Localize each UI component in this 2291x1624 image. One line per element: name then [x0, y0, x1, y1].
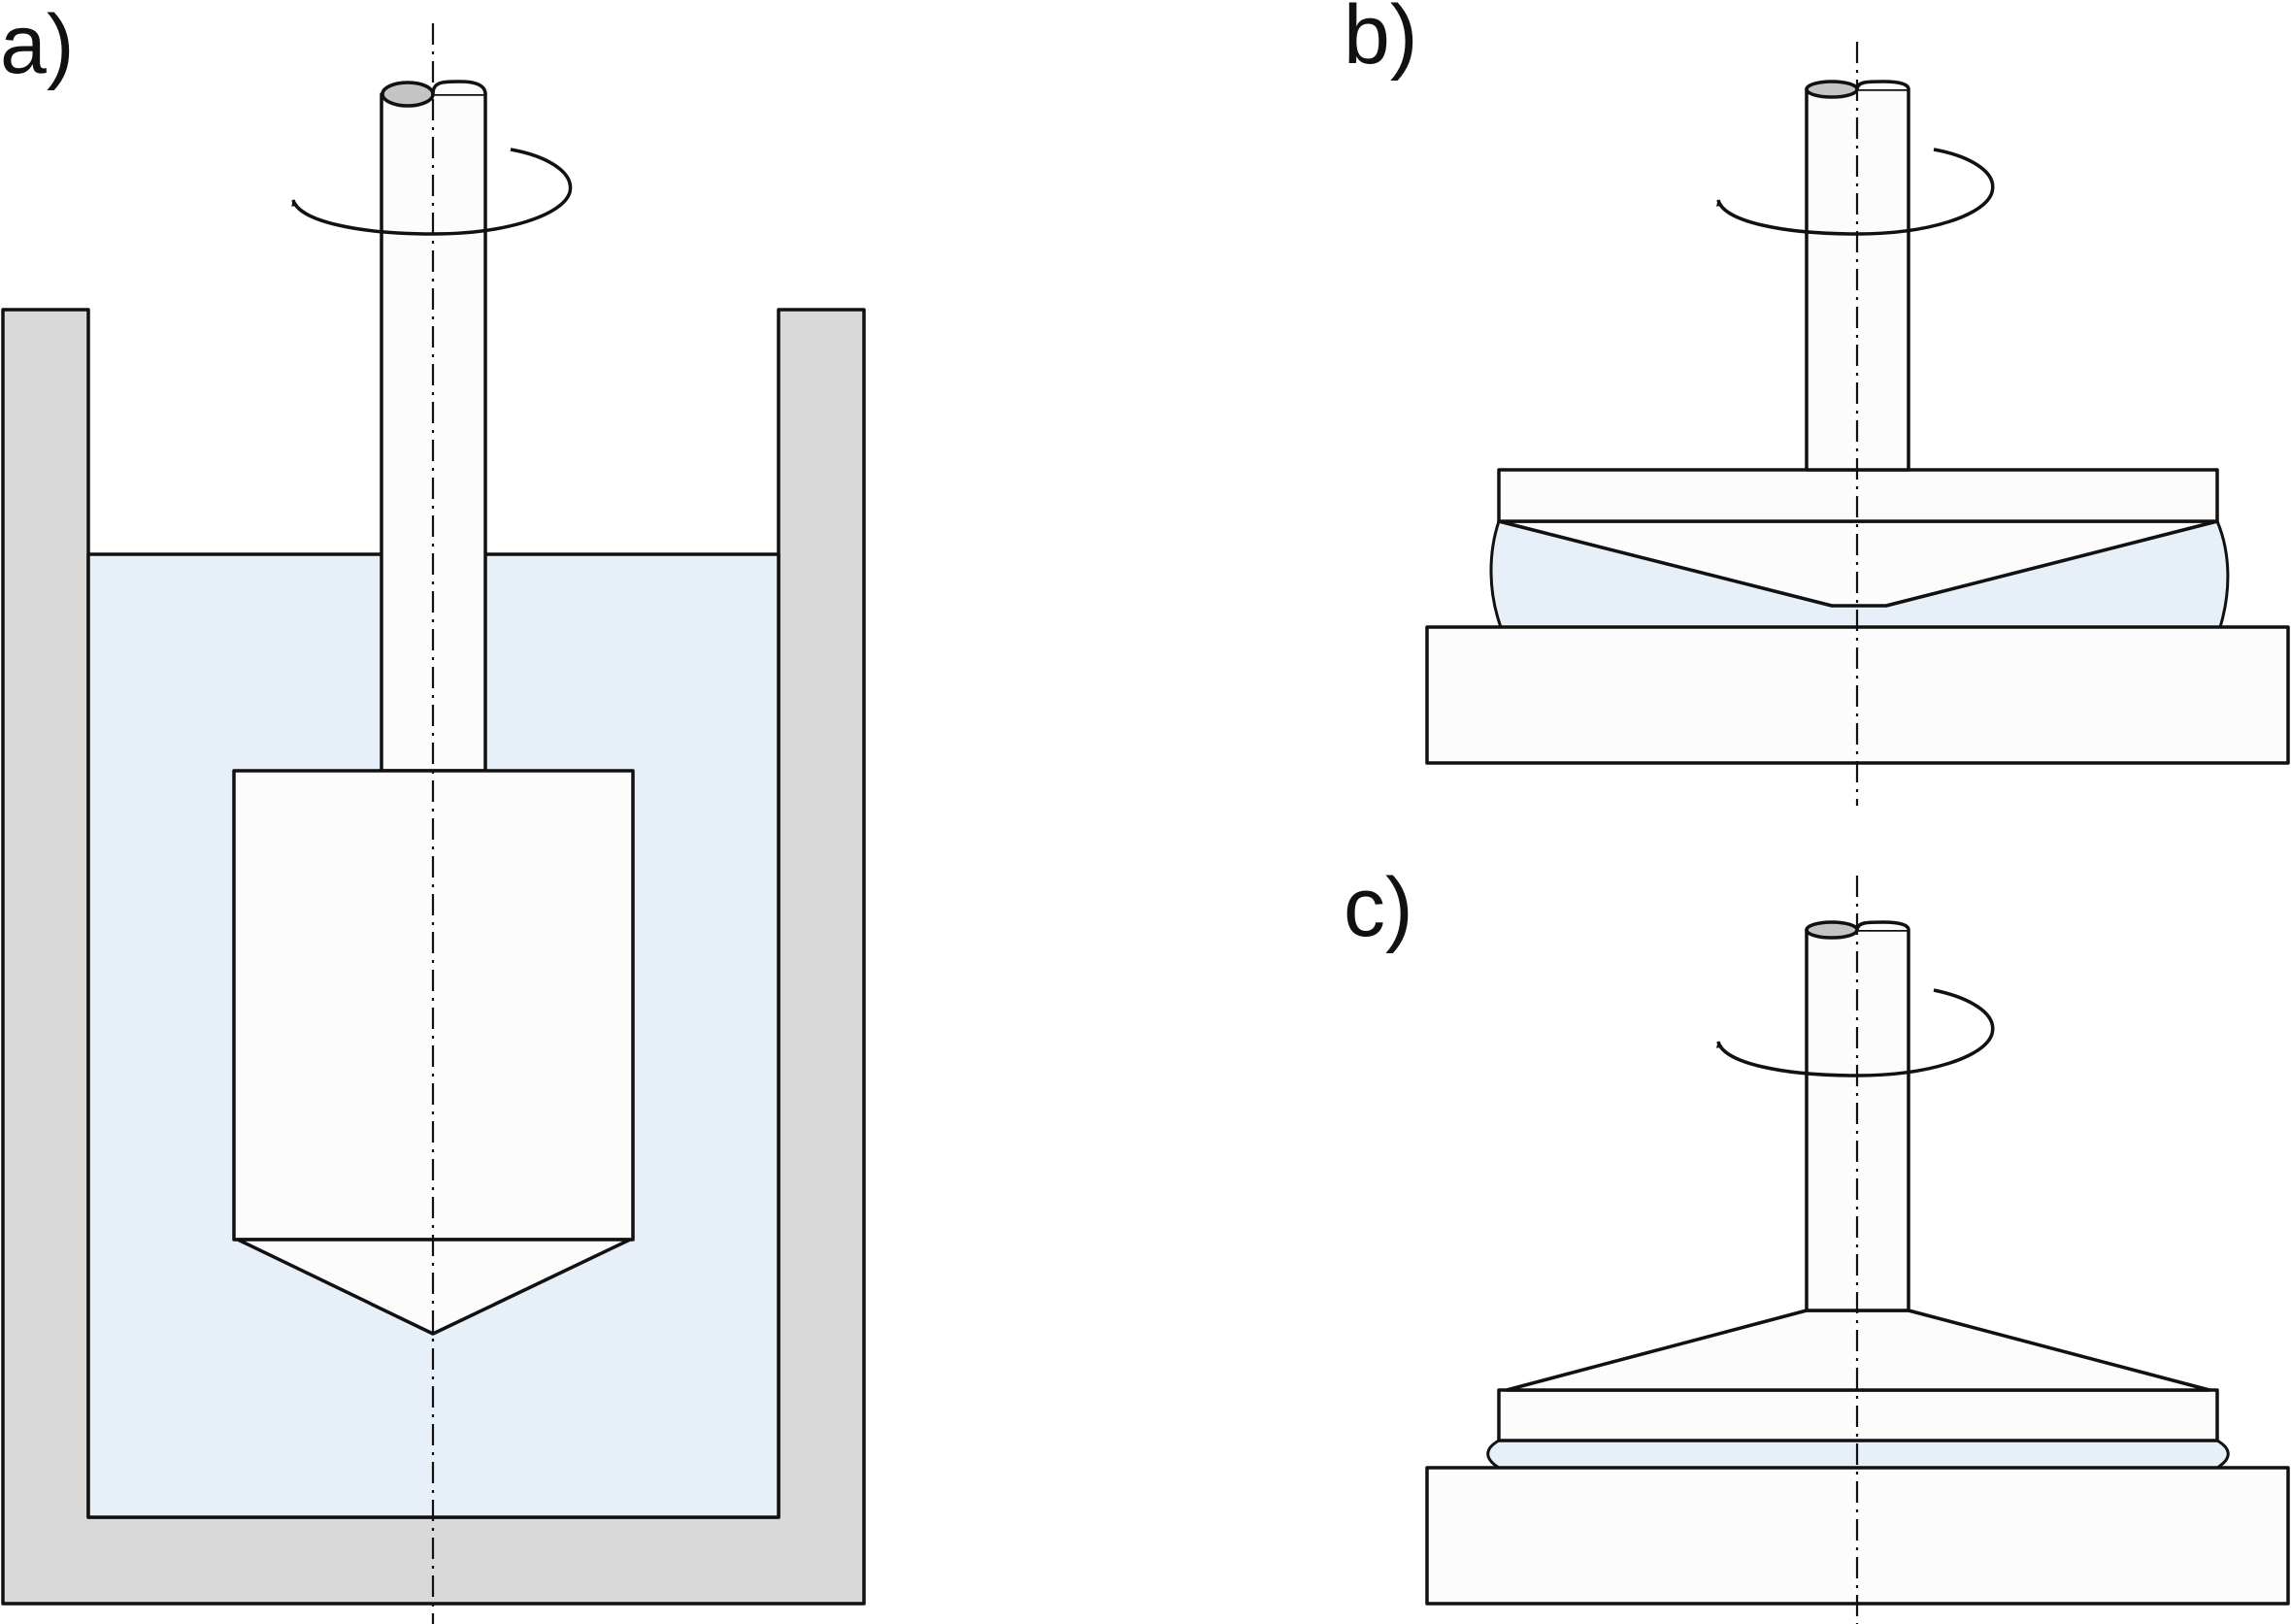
rotation-arrow — [291, 148, 573, 236]
rotation-arrow — [1716, 988, 1995, 1077]
shaft-top-edge — [431, 80, 487, 95]
shaft-cross-section — [381, 81, 435, 108]
panel-a-label: a) — [0, 0, 74, 91]
spindle-shaft — [1805, 87, 1910, 472]
shaft-cross-section — [1805, 920, 1859, 940]
shaft-cross-section — [1805, 80, 1859, 99]
panel-b-cone-plate: b) — [1344, 0, 2290, 806]
shaft-top-edge — [1855, 920, 1910, 931]
panel-b-label: b) — [1344, 0, 1417, 82]
panel-c-parallel-plate: c) — [1344, 861, 2290, 1624]
panel-a-concentric-cylinder: a) — [0, 0, 866, 1624]
shaft-top-edge — [1855, 80, 1910, 90]
panel-c-label: c) — [1344, 861, 1413, 954]
rotation-arrow — [1716, 148, 1995, 236]
